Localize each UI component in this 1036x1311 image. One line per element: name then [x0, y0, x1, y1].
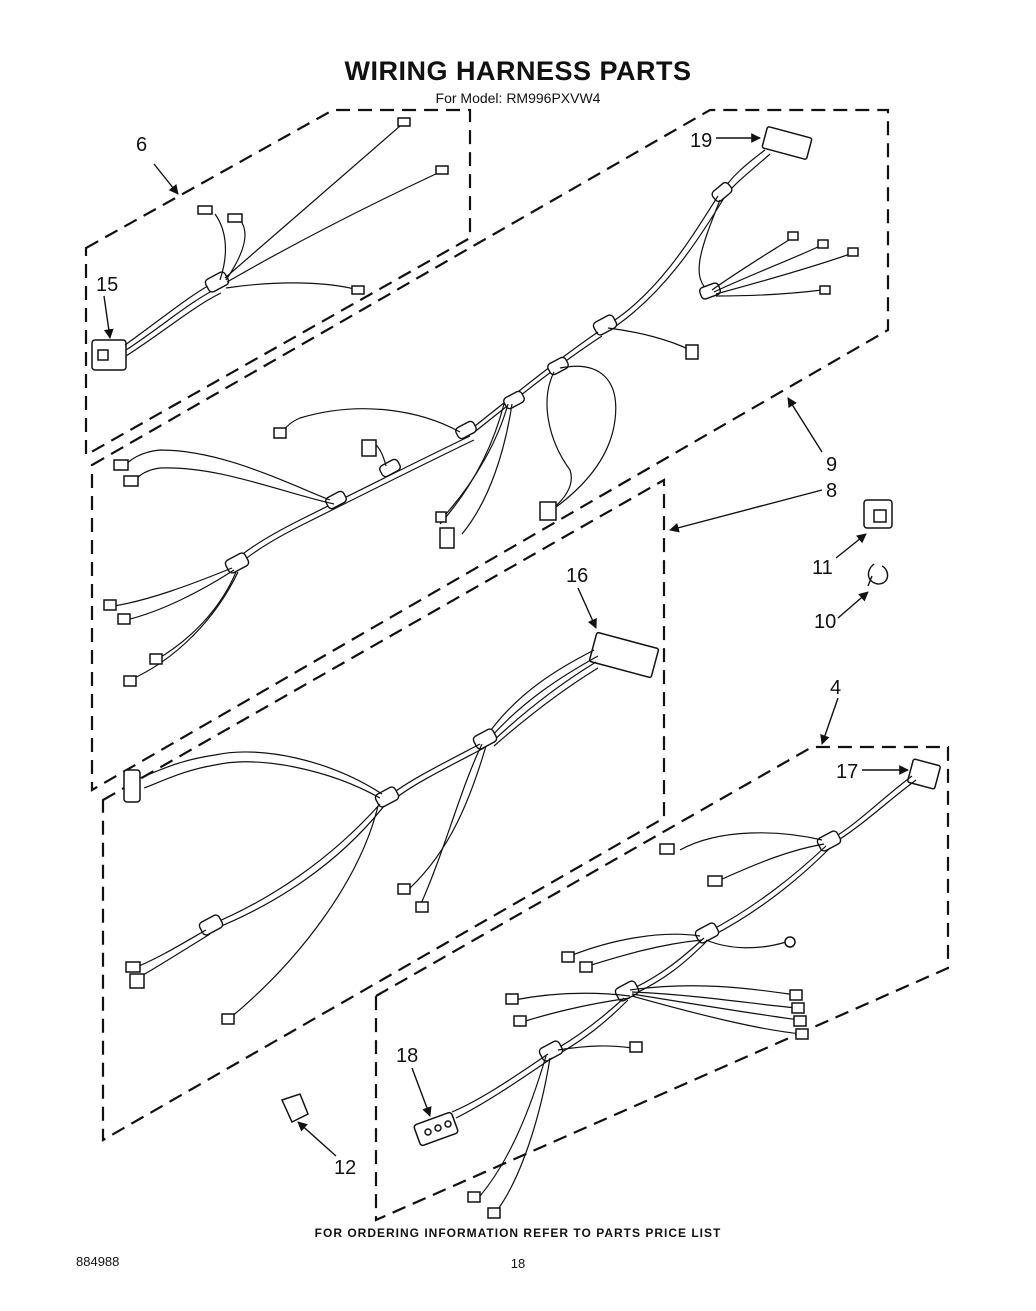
- harness-9: [90, 108, 890, 792]
- model-line: For Model: RM996PXVW4: [435, 90, 601, 106]
- connector-15-pin: [97, 349, 109, 361]
- leader-8: [669, 489, 823, 533]
- harness-9-outline: [90, 108, 890, 792]
- harness-6-sleeve: [204, 271, 230, 293]
- part-10: [867, 563, 889, 587]
- doc-number: 884988: [76, 1254, 120, 1269]
- callout-8: 8: [826, 480, 837, 502]
- callout-11: 11: [812, 557, 833, 579]
- callout-18: 18: [396, 1045, 418, 1067]
- callout-6: 6: [136, 134, 147, 156]
- connector-15: [91, 339, 127, 371]
- callout-4: 4: [830, 677, 841, 699]
- leader-11: [835, 533, 867, 559]
- leader-15: [103, 295, 114, 339]
- part-11: [863, 499, 893, 529]
- terminal: [397, 117, 411, 127]
- part-10-clip: [867, 563, 889, 587]
- callout-19: 19: [690, 130, 712, 152]
- page-title: WIRING HARNESS PARTS: [344, 56, 692, 86]
- callout-leaders: [103, 133, 909, 1157]
- harness-6: [84, 108, 472, 457]
- leader-18: [411, 1067, 432, 1117]
- connector-17: [907, 758, 941, 790]
- connector-16: [588, 631, 660, 679]
- connector-19: [761, 126, 813, 160]
- ordering-note: FOR ORDERING INFORMATION REFER TO PARTS …: [314, 1226, 722, 1240]
- leader-10: [837, 591, 869, 619]
- harness-8: [101, 478, 666, 1142]
- harness-6-trunk: [124, 281, 216, 346]
- leader-9: [787, 397, 823, 453]
- leader-4: [820, 697, 839, 745]
- callout-9: 9: [826, 454, 837, 476]
- callout-12: 12: [334, 1157, 356, 1179]
- harness-8-outline: [101, 478, 666, 1142]
- callout-15: 15: [96, 274, 118, 296]
- callout-10: 10: [814, 611, 836, 633]
- leader-6: [153, 163, 179, 195]
- callout-17: 17: [836, 761, 858, 783]
- part-12: [280, 1093, 309, 1124]
- harness-4: [374, 745, 950, 1222]
- callout-numbers: 6 15 19 9 8 11 10 16 4 17 18 12: [96, 130, 858, 1179]
- part-12-clip: [280, 1093, 309, 1124]
- leader-12: [297, 1121, 337, 1157]
- leader-16: [577, 587, 597, 629]
- harness-6-outline: [84, 108, 472, 457]
- harness-4-outline: [374, 745, 950, 1222]
- page-number: 18: [510, 1256, 526, 1271]
- callout-16: 16: [566, 565, 588, 587]
